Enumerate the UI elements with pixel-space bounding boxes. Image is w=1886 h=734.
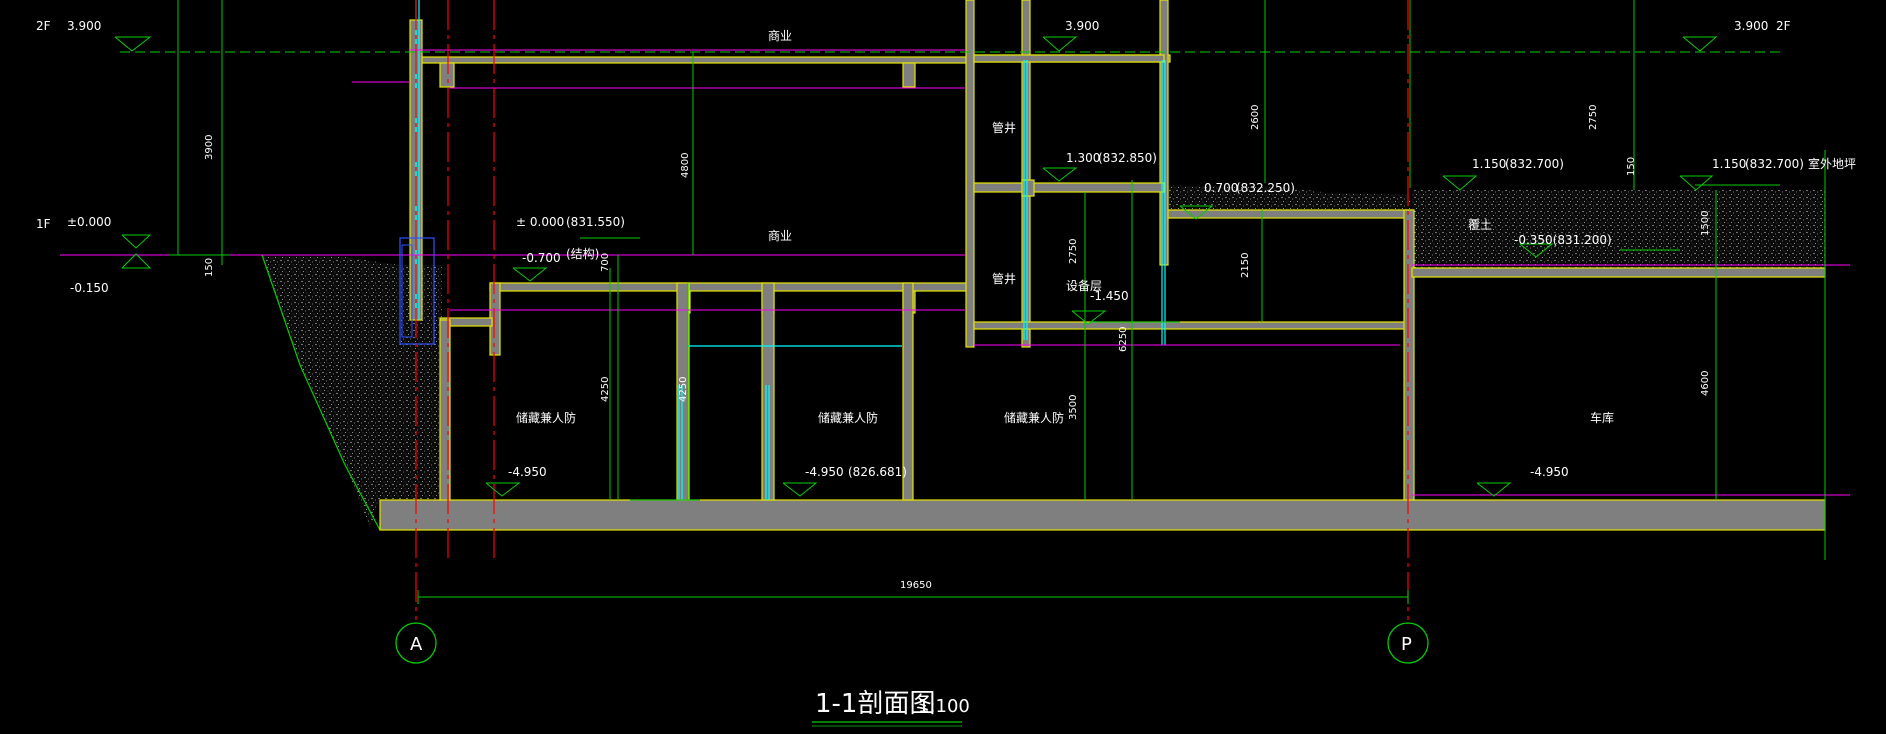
window-mark [399,237,435,345]
elev-1150a: 1.150 [1472,157,1506,171]
retaining-soil [262,255,442,528]
dim-1500: 1500 [1700,211,1711,236]
dim-4800: 4800 [680,153,691,178]
elev-0700-abs: (832.250) [1236,181,1295,195]
elev-1300: 1.300 [1066,151,1100,165]
elev-b3: -4.950 [1530,465,1569,479]
core-wall-left [965,0,975,348]
dim-6250: 6250 [1118,327,1129,352]
elev-b2-abs: (826.681) [848,465,907,479]
elev-1f: ±0.000 [67,215,111,229]
elev-0700: 0.700 [1204,181,1238,195]
ramp-fill [1167,185,1410,215]
elev-b1: -4.950 [508,465,547,479]
dim-4250b: 4250 [678,377,689,402]
axis-bubble-a [395,622,437,664]
elev-1450: -1.450 [1090,289,1129,303]
dimension-lines [170,0,1826,604]
room-store-1: 储藏兼人防 [516,410,576,425]
room-equipment: 设备层 [1066,279,1102,293]
floor-label-2f-left: 2F [36,19,51,33]
drawing-scale: 1:100 [918,696,970,717]
elev-1150a-abs: (832.700) [1505,157,1564,171]
room-shop-upper: 商业 [768,28,792,43]
dim-2150: 2150 [1240,253,1251,278]
dim-2750b: 2750 [1068,239,1079,264]
elev-2f-right: 3.900 [1734,19,1768,33]
room-store-2: 储藏兼人防 [818,410,878,425]
level-markers [114,36,1718,497]
elev-b2: -4.950 [805,465,844,479]
garage-roof [1411,267,1826,278]
dim-3500: 3500 [1068,395,1079,420]
room-soil: 覆土 [1468,218,1492,232]
room-shaft-upper: 管井 [992,120,1016,135]
dim-2600: 2600 [1250,105,1261,130]
level-lines [60,49,1850,496]
dim-150a: 150 [204,258,215,277]
room-shop-lower: 商业 [768,228,792,243]
roof-soil-fill [1412,190,1825,268]
elev-1150b: 1.150 [1712,157,1746,171]
room-shaft-lower: 管井 [992,271,1016,286]
elev-mid-0000: ± 0.000 [516,215,564,229]
room-garage: 车库 [1590,410,1614,425]
dim-19650: 19650 [900,580,932,591]
dim-4600: 4600 [1700,371,1711,396]
elev-neg-0700-note: (结构) [566,246,599,261]
slab-1f [489,282,969,292]
axis-label-a: A [410,634,423,655]
slab-2f [421,56,971,64]
drawing-title: 1-1剖面图 [815,689,935,719]
dim-150b: 150 [1626,157,1637,176]
elev-2f-mid: 3.900 [1065,19,1099,33]
floor-label-2f-right: 2F [1776,19,1791,33]
elev-mid-0000-abs: (831.550) [566,215,625,229]
elev-fill: -0.350(831.200) [1514,233,1612,247]
shaft-lines [415,0,1166,500]
wall-p [1403,209,1415,501]
elev-1300-abs: (832.850) [1098,151,1157,165]
elev-neg-0150: -0.150 [70,281,109,295]
dim-2750a: 2750 [1588,105,1599,130]
axis-lines [415,0,1409,620]
floor-label-1f: 1F [36,217,51,231]
base-slab [379,499,1826,531]
elev-1150b-abs: (832.700) [1745,157,1804,171]
axis-label-p: P [1401,634,1412,655]
elev-neg-0700: -0.700 [522,251,561,265]
axis-bubble-p [1387,622,1429,664]
room-outdoor: 室外地坪 [1808,156,1856,171]
dim-700: 700 [600,253,611,272]
dim-4250a: 4250 [600,377,611,402]
dim-3900: 3900 [204,135,215,160]
core-wall-right [1159,0,1169,266]
structure [379,0,1826,531]
elev-2f-left: 3.900 [67,19,101,33]
room-store-3: 储藏兼人防 [1004,410,1064,425]
slope-edge-line [261,254,381,531]
